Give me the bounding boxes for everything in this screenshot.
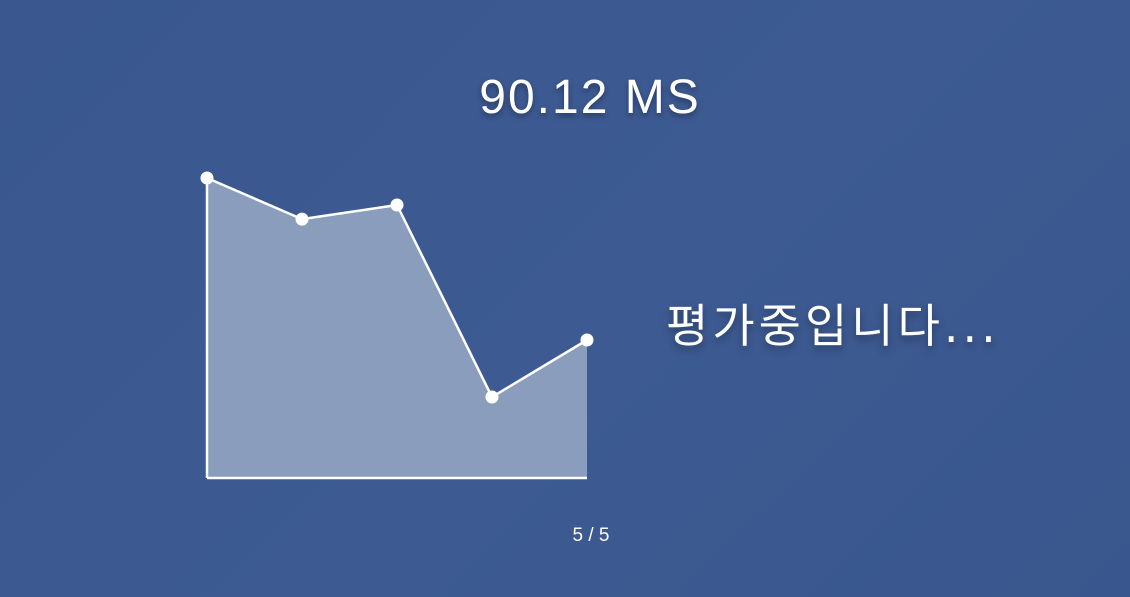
chart-point-2 bbox=[295, 212, 309, 226]
chart-point-3 bbox=[390, 198, 404, 212]
chart-area-fill bbox=[207, 178, 587, 478]
chart-point-5 bbox=[580, 333, 594, 347]
latency-readout: 90.12 MS bbox=[479, 71, 701, 124]
chart-plot-area bbox=[200, 171, 594, 480]
chart-point-1 bbox=[200, 171, 214, 185]
evaluation-status: 평가중입니다... bbox=[666, 299, 1000, 353]
page-indicator: 5 / 5 bbox=[572, 525, 610, 546]
chart-point-4 bbox=[485, 390, 499, 404]
